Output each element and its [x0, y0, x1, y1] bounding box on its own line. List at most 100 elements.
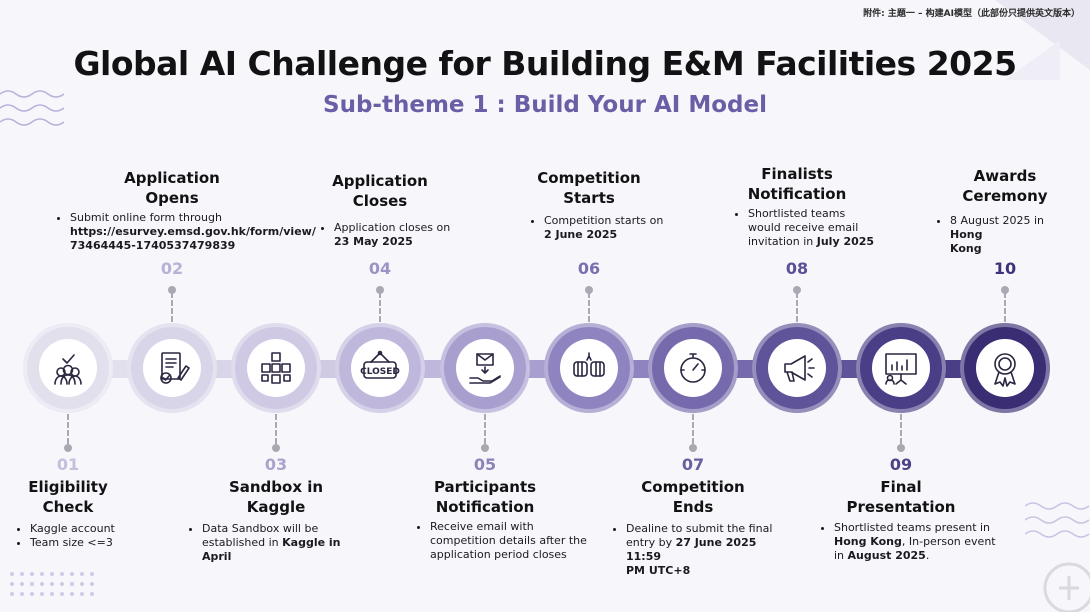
step-number: 01	[56, 455, 80, 474]
step-bullet-text: competition details after the	[430, 534, 587, 547]
step-circle-inner	[664, 339, 722, 397]
step-circle-inner	[39, 339, 97, 397]
step-stem	[67, 414, 69, 444]
step-stem	[692, 414, 694, 444]
step-pin	[585, 286, 593, 294]
step-title-line: Ceremony	[962, 187, 1048, 205]
award-medal-icon	[994, 353, 1016, 387]
step-details: Competition starts on2 June 2025	[532, 214, 672, 242]
wave-decoration	[0, 90, 65, 126]
step-circle: CLOSED	[335, 323, 425, 413]
step-bullet-text: .	[925, 549, 930, 562]
step-bullet-text: Shortlisted teams present in	[834, 521, 991, 534]
step-number: 05	[473, 455, 497, 474]
step-details: Kaggle accountTeam size <=3	[18, 522, 148, 550]
step-stem	[379, 292, 381, 322]
step-bullet-text: Team size <=3	[30, 536, 113, 549]
step-bullet-list: Kaggle accountTeam size <=3	[18, 522, 148, 550]
step-title-line: Application	[332, 172, 428, 190]
step-title-line: Notification	[747, 185, 847, 203]
step-number: 04	[368, 259, 392, 278]
step-bullet-text: Receive email with	[430, 520, 534, 533]
step-pin	[793, 286, 801, 294]
step-title-line: Competition	[641, 478, 745, 496]
step-title-line: Check	[42, 498, 94, 516]
step-stem	[484, 414, 486, 444]
step-bullet-list: Submit online form throughhttps://esurve…	[58, 211, 316, 253]
step-bullet-list: Competition starts on2 June 2025	[532, 214, 672, 242]
step-title-line: Notification	[435, 498, 535, 516]
step-stem	[1004, 292, 1006, 322]
step-circle	[127, 323, 217, 413]
dot-grid-decoration	[10, 572, 94, 596]
step-bullet-text: Competition starts on	[544, 214, 664, 227]
step-title-line: Opens	[145, 189, 199, 207]
step-circle	[544, 323, 634, 413]
step-pin	[689, 444, 697, 452]
step-bullet-text: Hong Kong	[834, 535, 902, 548]
step-circle-inner	[768, 339, 826, 397]
step-title: Sandbox in Kaggle	[196, 477, 356, 517]
step-pin	[376, 286, 384, 294]
step-title-line: Final	[880, 478, 922, 496]
step-circle	[752, 323, 842, 413]
step-bullet-text: Data Sandbox will be	[202, 522, 319, 535]
step-title-line: Closes	[352, 192, 408, 210]
step-number: 06	[577, 259, 601, 278]
step-circle-inner: CLOSED	[351, 339, 409, 397]
svg-text:CLOSED: CLOSED	[360, 367, 400, 377]
step-circle	[960, 323, 1050, 413]
step-title-line: Awards	[973, 167, 1037, 185]
step-bullet-text: invitation in	[748, 235, 817, 248]
step-bullet-text: Application closes on	[334, 221, 451, 234]
step-number: 07	[681, 455, 705, 474]
step-number: 03	[264, 455, 288, 474]
step-bullet-text: 2 June 2025	[544, 228, 618, 241]
step-bullet-text: entry by	[626, 536, 676, 549]
step-bullet-text: Kaggle account	[30, 522, 115, 535]
step-title-line: Kaggle	[246, 498, 306, 516]
step-circle-inner	[247, 339, 305, 397]
step-circle-inner	[456, 339, 514, 397]
step-bullet-text: established in	[202, 536, 283, 549]
step-bullet-text: Kong	[950, 242, 982, 255]
step-stem	[796, 292, 798, 322]
step-title-line: Sandbox in	[228, 478, 324, 496]
step-bullet-text: July 2025	[816, 235, 875, 248]
presentation-board-icon	[885, 353, 917, 385]
step-bullet: Competition starts on2 June 2025	[544, 214, 672, 242]
step-bullet-text: Kaggle in April	[202, 536, 341, 563]
step-title-line: Eligibility	[28, 478, 108, 496]
step-number: 10	[993, 259, 1017, 278]
step-circle	[648, 323, 738, 413]
step-title-line: Presentation	[846, 498, 956, 516]
step-title-line: Application	[124, 169, 220, 187]
step-title-line: Finalists	[761, 165, 833, 183]
page-subtitle: Sub-theme 1 : Build Your AI Model	[323, 92, 767, 118]
checklist-team-icon	[54, 354, 82, 385]
step-bullet-text: August 2025	[847, 549, 926, 562]
step-stem	[171, 292, 173, 322]
step-bullet-text: , In-person event	[901, 535, 996, 548]
step-circle-inner	[976, 339, 1034, 397]
step-bullet-text: 73464445-1740537479839	[70, 239, 236, 252]
step-bullet-text: PM UTC+8	[626, 564, 691, 577]
step-circle	[23, 323, 113, 413]
step-bullet-text: 8 August 2025 in	[950, 214, 1045, 227]
